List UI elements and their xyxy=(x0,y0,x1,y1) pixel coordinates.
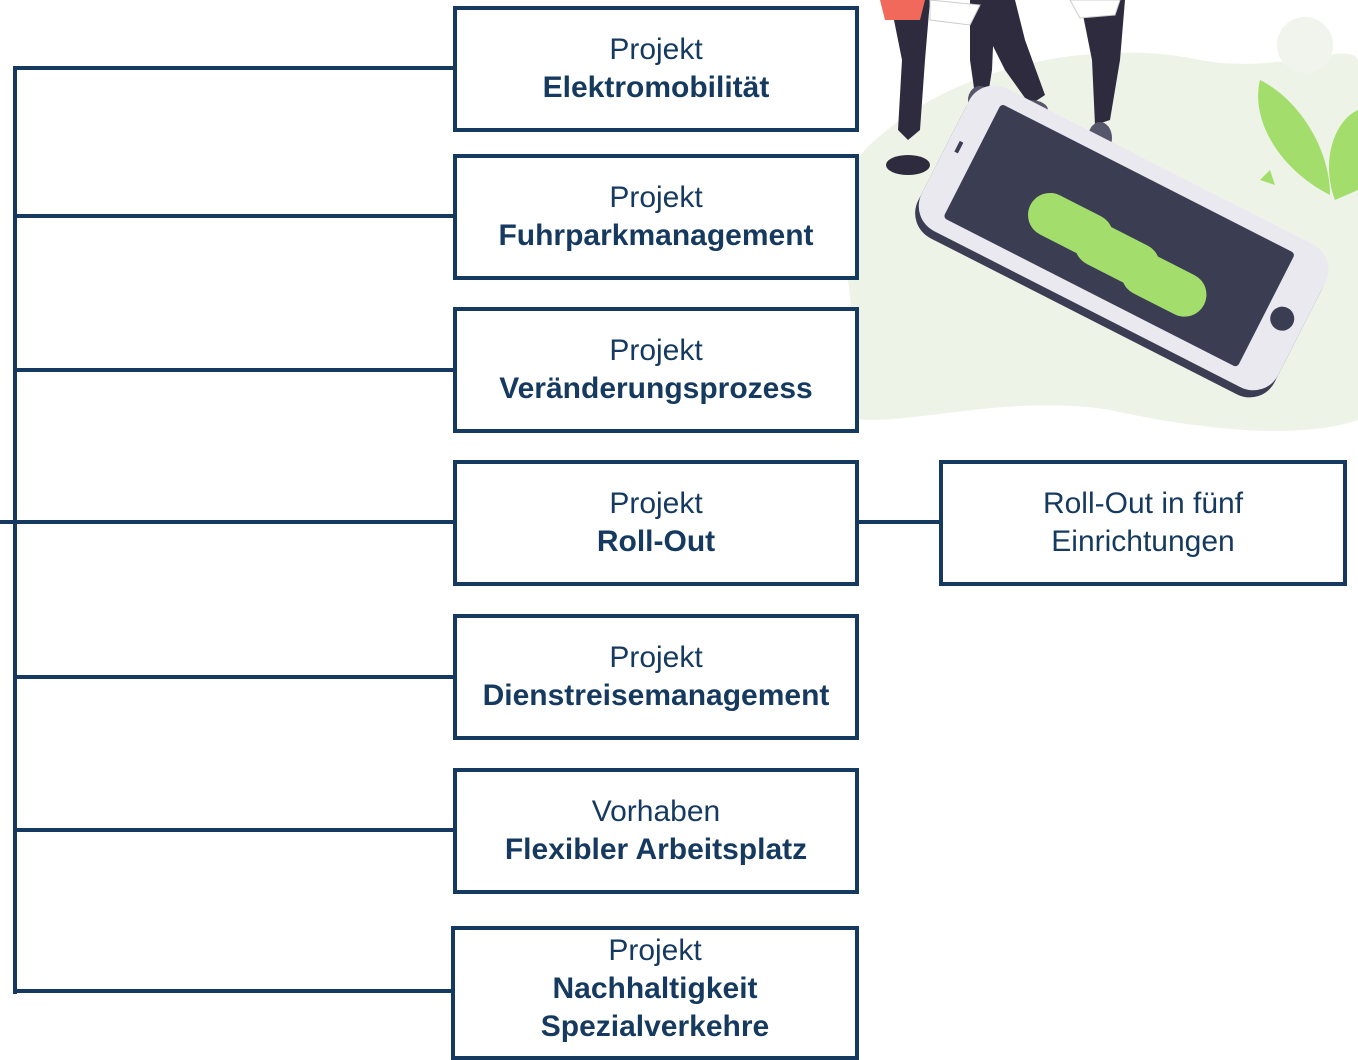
left-stub-connector xyxy=(0,520,17,524)
project-title-line-1: Nachhaltigkeit xyxy=(552,972,758,1005)
project-title-line-2: Spezialverkehre xyxy=(540,1010,770,1043)
project-box-veraenderungsprozess: Projekt Veränderungsprozess xyxy=(453,307,859,433)
project-title: Flexibler Arbeitsplatz xyxy=(504,833,808,866)
project-title: Elektromobilität xyxy=(542,71,770,104)
project-kind-label: Vorhaben xyxy=(591,795,721,828)
rollout-detail-line-1: Roll-Out in fünf xyxy=(1042,487,1244,520)
project-kind-label: Projekt xyxy=(609,33,703,66)
project-box-flexibler-arbeitsplatz: Vorhaben Flexibler Arbeitsplatz xyxy=(453,768,859,894)
project-title: Fuhrparkmanagement xyxy=(498,219,814,252)
project-title: Veränderungsprozess xyxy=(499,372,813,405)
rollout-detail-line-2: Einrichtungen xyxy=(1051,525,1235,558)
project-kind-label: Projekt xyxy=(609,641,703,674)
project-kind-label: Projekt xyxy=(608,934,702,967)
branch-line-nachhaltigkeit xyxy=(13,989,455,993)
branch-line-fuhrpark xyxy=(13,214,455,218)
project-kind-label: Projekt xyxy=(609,181,703,214)
project-kind-label: Projekt xyxy=(609,334,703,367)
branch-line-veraenderung xyxy=(13,368,455,372)
project-title: Dienstreisemanagement xyxy=(482,679,830,712)
project-box-nachhaltigkeit-spezialverkehre: Projekt Nachhaltigkeit Spezialverkehre xyxy=(451,926,859,1060)
branch-line-arbeitsplatz xyxy=(13,828,455,832)
people-with-smartphone-illustration xyxy=(830,0,1358,431)
project-box-elektromobilitaet: Projekt Elektromobilität xyxy=(453,6,859,132)
branch-line-elektromobilitaet xyxy=(13,66,455,70)
project-kind-label: Projekt xyxy=(609,487,703,520)
project-box-dienstreisemanagement: Projekt Dienstreisemanagement xyxy=(453,614,859,740)
main-vertical-connector xyxy=(13,66,17,994)
project-title: Roll-Out xyxy=(596,525,716,558)
branch-line-rollout xyxy=(13,520,455,524)
rollout-detail-box: Roll-Out in fünf Einrichtungen xyxy=(939,460,1347,586)
project-box-roll-out: Projekt Roll-Out xyxy=(453,460,859,586)
rollout-detail-connector xyxy=(857,520,942,524)
branch-line-dienstreise xyxy=(13,675,455,679)
project-box-fuhrparkmanagement: Projekt Fuhrparkmanagement xyxy=(453,154,859,280)
